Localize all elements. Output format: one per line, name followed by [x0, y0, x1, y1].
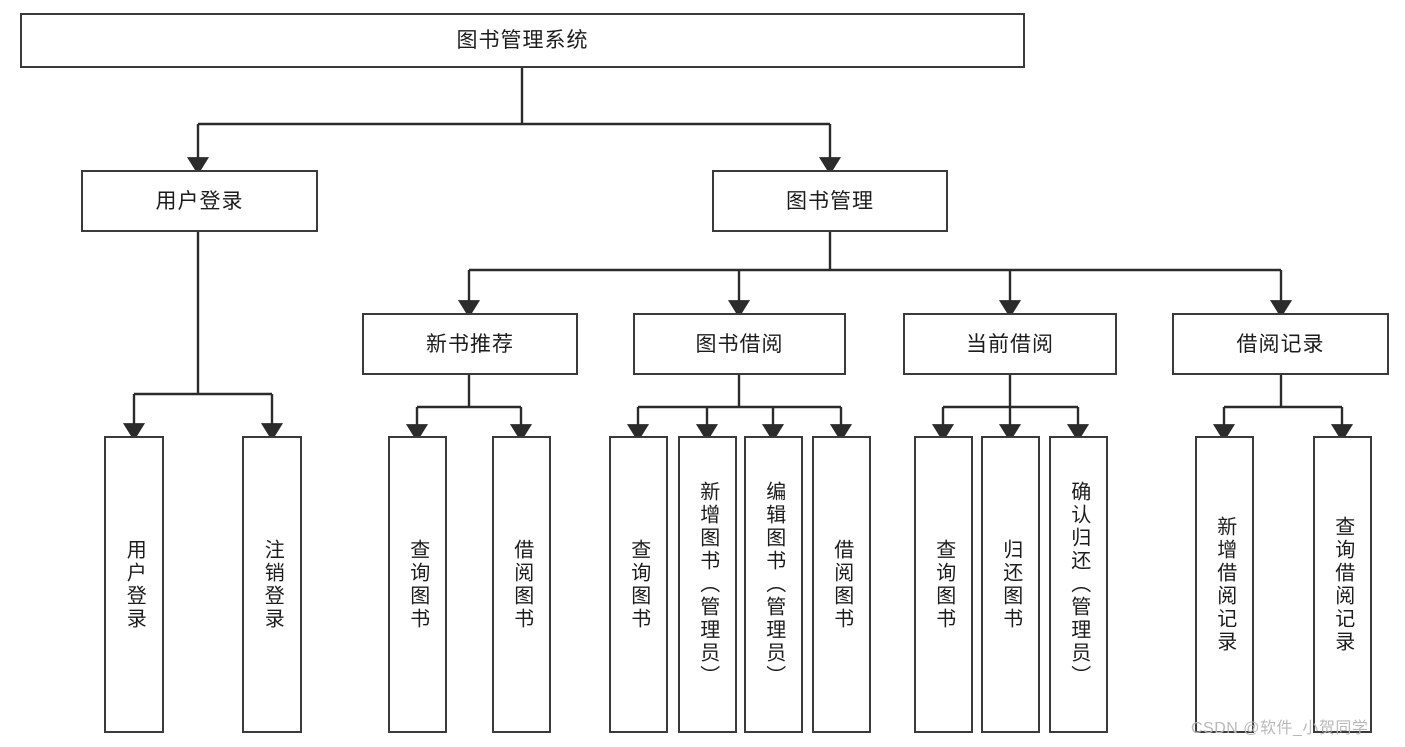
leaf-add-borrow-record[interactable]: 新增借阅记录	[1195, 436, 1254, 733]
node-label: 借阅记录	[1236, 332, 1325, 356]
node-label: 注销登录	[261, 538, 284, 631]
node-book-management[interactable]: 图书管理	[712, 170, 948, 232]
node-label: 查询图书	[627, 538, 650, 631]
node-label: 编辑图书（管理员）	[762, 481, 785, 688]
node-borrow-record[interactable]: 借阅记录	[1172, 313, 1389, 375]
leaf-borrow-book[interactable]: 借阅图书	[812, 436, 871, 733]
leaf-query-book-new[interactable]: 查询图书	[388, 436, 447, 733]
node-root-system[interactable]: 图书管理系统	[20, 13, 1025, 68]
leaf-borrow-book-new[interactable]: 借阅图书	[492, 436, 551, 733]
node-label: 用户登录	[155, 189, 244, 213]
leaf-query-book-current[interactable]: 查询图书	[914, 436, 973, 733]
node-label: 归还图书	[999, 538, 1022, 631]
node-label: 借阅图书	[510, 538, 533, 631]
leaf-query-borrow-record[interactable]: 查询借阅记录	[1313, 436, 1372, 733]
node-current-borrow[interactable]: 当前借阅	[903, 313, 1117, 375]
node-label: 新增借阅记录	[1213, 515, 1236, 654]
node-label: 图书管理	[786, 189, 874, 213]
leaf-logout[interactable]: 注销登录	[242, 436, 302, 733]
node-label: 新书推荐	[426, 332, 514, 356]
node-label: 查询图书	[932, 538, 955, 631]
node-label: 查询借阅记录	[1331, 515, 1354, 654]
leaf-confirm-return-admin[interactable]: 确认归还（管理员）	[1049, 436, 1108, 733]
node-new-book-recommend[interactable]: 新书推荐	[362, 313, 578, 375]
node-label: 用户登录	[123, 538, 146, 631]
leaf-add-book-admin[interactable]: 新增图书（管理员）	[678, 436, 737, 733]
node-label: 当前借阅	[966, 332, 1054, 356]
leaf-user-login[interactable]: 用户登录	[104, 436, 164, 733]
node-label: 借阅图书	[830, 538, 853, 631]
node-label: 确认归还（管理员）	[1067, 481, 1090, 688]
node-user-login[interactable]: 用户登录	[81, 170, 318, 232]
node-label: 新增图书（管理员）	[696, 481, 719, 688]
node-label: 查询图书	[406, 538, 429, 631]
leaf-query-book-borrow[interactable]: 查询图书	[609, 436, 668, 733]
leaf-return-book[interactable]: 归还图书	[981, 436, 1040, 733]
node-book-borrow[interactable]: 图书借阅	[633, 313, 846, 375]
leaf-edit-book-admin[interactable]: 编辑图书（管理员）	[744, 436, 803, 733]
node-label: 图书管理系统	[456, 29, 589, 52]
node-label: 图书借阅	[695, 332, 784, 356]
